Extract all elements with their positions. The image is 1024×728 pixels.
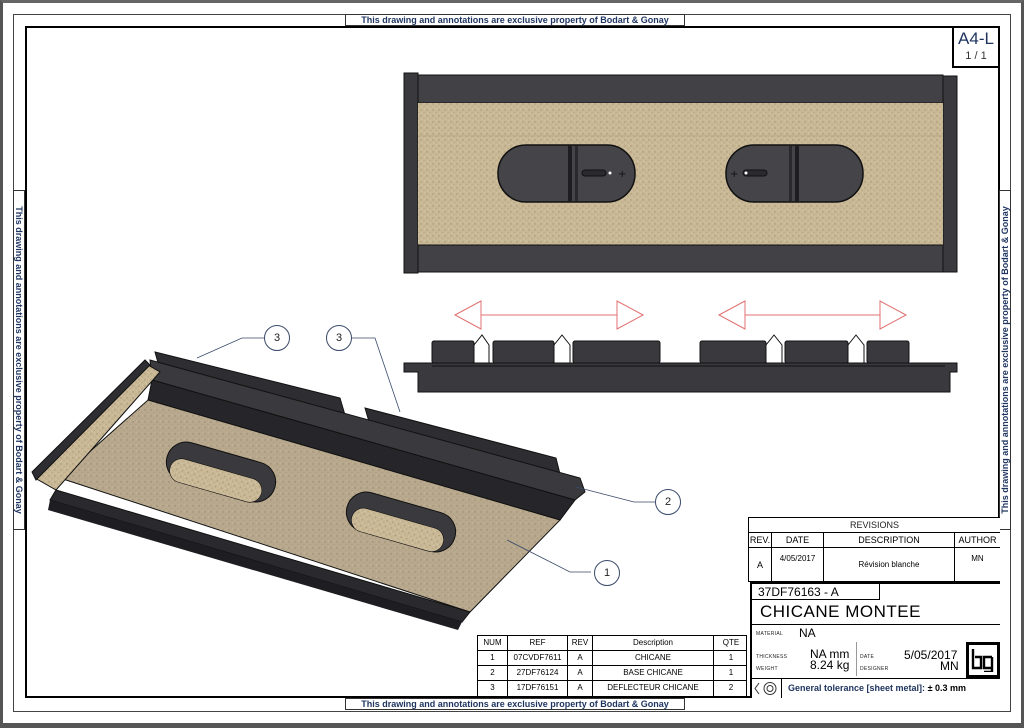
bom-header-row: NUM REF REV Description QTE	[478, 636, 746, 651]
bom-cell-description: BASE CHICANE	[593, 666, 714, 680]
bom-cell-rev: A	[568, 666, 593, 680]
svg-text:+: +	[730, 169, 738, 180]
bom-cell-num: 1	[478, 651, 508, 665]
title-block: 37DF76163 - A CHICANE MONTEE MATERIAL NA…	[750, 582, 1000, 698]
bom-cell-qte: 1	[728, 668, 734, 677]
rev-header-rev: REV.	[749, 533, 772, 548]
bom-row: 2 27DF76124 A BASE CHICANE 1	[478, 666, 746, 681]
revisions-table: REVISIONS REV. DATE DESCRIPTION AUTHOR A…	[748, 517, 1000, 582]
bom-header-ref: REF	[508, 636, 568, 650]
svg-text:+: +	[618, 169, 626, 180]
designer-value: MN	[940, 659, 959, 673]
bom-cell-rev: A	[568, 651, 593, 665]
rev-cell-author: MN	[971, 554, 984, 563]
bom-header-rev: REV	[568, 636, 593, 650]
top-view-cutout-right: +	[725, 144, 864, 203]
material-value: NA	[799, 626, 816, 640]
balloon-leaders	[196, 337, 655, 573]
tolerance-value: ± 0.3 mm	[927, 683, 967, 693]
tolerance-label: General tolerance [sheet metal]:	[788, 683, 926, 693]
rev-cell-description: Révision blanche	[824, 548, 955, 582]
bom-header-description: Description	[593, 636, 714, 650]
rev-header-author: AUTHOR	[955, 533, 1000, 548]
bom-cell-ref: 07CVDF7611	[508, 651, 568, 665]
property-notice-top: This drawing and annotations are exclusi…	[345, 14, 685, 26]
bom-cell-description: DEFLECTEUR CHICANE	[593, 681, 714, 696]
title-block-divider-bottom	[752, 678, 1000, 679]
drawing-number: 37DF76163 - A	[752, 584, 880, 600]
top-view: + +	[403, 72, 958, 274]
top-view-cutout-left: +	[497, 144, 636, 203]
travel-arrow-right	[717, 300, 908, 330]
property-notice-left: This drawing and annotations are exclusi…	[13, 190, 25, 530]
rev-header-description: DESCRIPTION	[824, 533, 955, 548]
bom-header-qte: QTE	[722, 638, 740, 647]
bg-logo-icon	[971, 649, 994, 672]
sheet-format: A4-L	[958, 29, 994, 48]
thickness-label: THICKNESS	[756, 654, 788, 660]
bom-row: 3 17DF76151 A DEFLECTEUR CHICANE 2	[478, 681, 746, 696]
weight-label: WEIGHT	[756, 666, 778, 672]
bom-cell-qte: 1	[728, 653, 734, 662]
balloon-3-left: 3	[264, 325, 290, 351]
property-notice-right: This drawing and annotations are exclusi…	[999, 190, 1011, 530]
bom-cell-ref: 27DF76124	[508, 666, 568, 680]
projection-symbol	[752, 679, 782, 698]
sheet-number: 1 / 1	[965, 50, 987, 62]
property-notice-bottom: This drawing and annotations are exclusi…	[345, 698, 685, 710]
company-logo	[966, 642, 1000, 678]
travel-arrow-left	[453, 300, 645, 330]
bom-cell-num: 2	[478, 666, 508, 680]
bom-cell-ref: 17DF76151	[508, 681, 568, 696]
bom-cell-num: 3	[478, 681, 508, 696]
bom-cell-rev: A	[568, 681, 593, 696]
side-view	[403, 300, 958, 393]
revisions-header-row: REV. DATE DESCRIPTION AUTHOR	[749, 533, 1000, 548]
balloon-3-right: 3	[326, 325, 352, 351]
rev-cell-rev: A	[749, 548, 772, 582]
material-label: MATERIAL	[756, 631, 784, 637]
first-angle-projection-icon	[754, 682, 777, 695]
rev-header-date: DATE	[772, 533, 824, 548]
bom-cell-qte: 2	[728, 683, 734, 692]
thickness-value: NA mm	[810, 647, 850, 661]
bom-cell-description: CHICANE	[593, 651, 714, 665]
date-label: DATE	[860, 654, 875, 660]
bom-row: 1 07CVDF7611 A CHICANE 1	[478, 651, 746, 666]
isometric-view	[31, 351, 586, 630]
sheet-format-box: A4-L 1 / 1	[952, 27, 998, 68]
designer-label: DESIGNER	[860, 666, 889, 672]
balloon-2: 2	[655, 489, 681, 515]
rev-cell-date: 4/05/2017	[772, 548, 824, 582]
drawing-title: CHICANE MONTEE	[760, 602, 921, 621]
revisions-row: A 4/05/2017 Révision blanche MN	[749, 548, 1000, 582]
title-block-divider	[752, 624, 1000, 625]
bom-header-num: NUM	[478, 636, 508, 650]
weight-value: 8.24 kg	[810, 658, 850, 672]
date-value: 5/05/2017	[904, 648, 958, 662]
bill-of-materials: NUM REF REV Description QTE 1 07CVDF7611…	[477, 635, 747, 697]
balloon-1: 1	[594, 560, 620, 586]
title-block-vertical-divider	[856, 642, 857, 676]
general-tolerance: General tolerance [sheet metal]: ± 0.3 m…	[788, 679, 966, 698]
revisions-title: REVISIONS	[749, 518, 1000, 533]
